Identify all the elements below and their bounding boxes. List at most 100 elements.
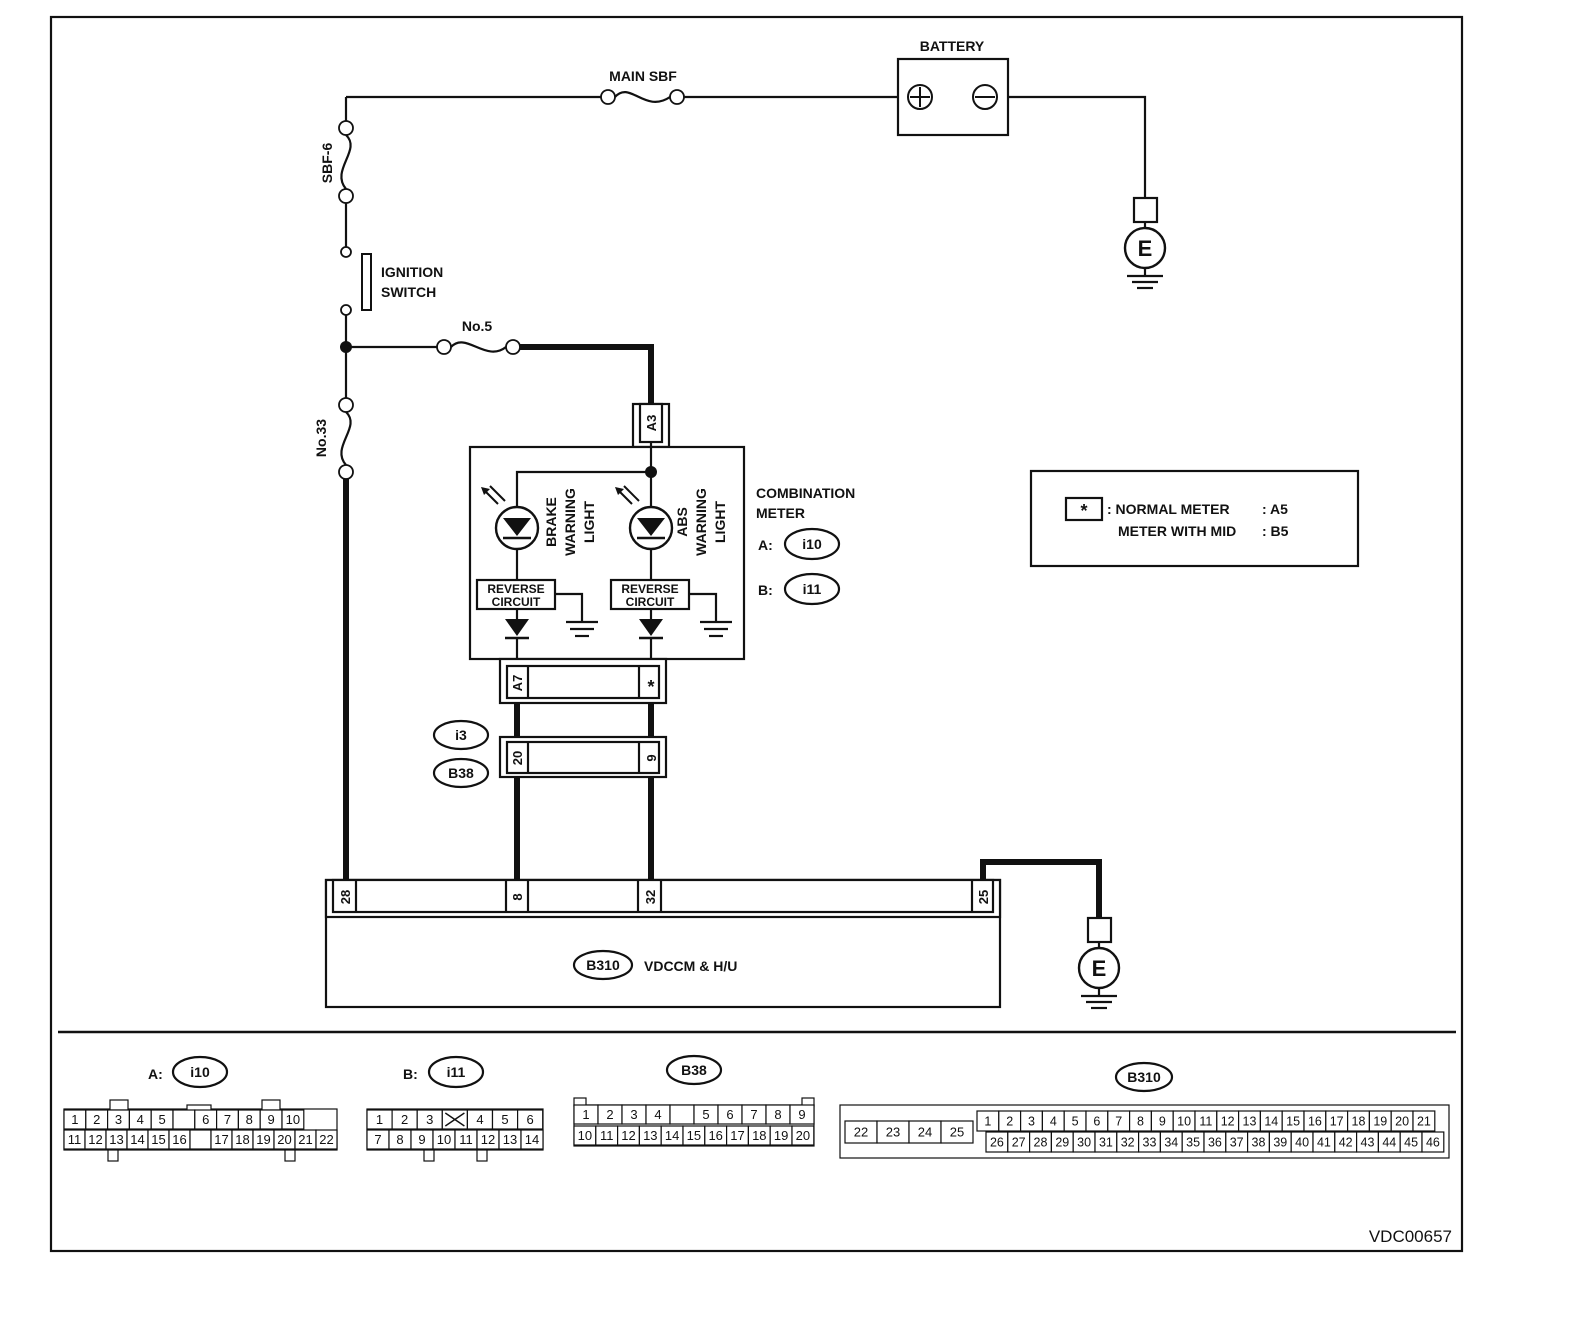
connector-pin-number: 6 <box>726 1107 733 1122</box>
brake-warning-light: BRAKE WARNING LIGHT <box>481 485 597 580</box>
connector-pin-number: 17 <box>730 1128 744 1143</box>
brake-label-2: WARNING <box>562 488 578 556</box>
connector-pin-number: 20 <box>1395 1115 1409 1129</box>
connector-pin-number: 12 <box>481 1132 495 1147</box>
connector-pin-number: 14 <box>130 1132 144 1147</box>
reverse-circuit-brake: REVERSE CIRCUIT <box>475 578 598 668</box>
brake-label-1: BRAKE <box>543 497 559 547</box>
connector-cell <box>189 1129 212 1150</box>
legend-row-1-label: : NORMAL METER <box>1107 501 1230 517</box>
fuse-no33-label: No.33 <box>313 419 329 457</box>
connector-pin-number: 13 <box>1243 1115 1257 1129</box>
sbf6-fuse: SBF-6 <box>319 97 354 248</box>
connector-pin-number: 3 <box>630 1107 637 1122</box>
connector-pin-number: 19 <box>774 1128 788 1143</box>
junction-b38-label: B38 <box>448 765 474 781</box>
connector-pin-number: 33 <box>1143 1136 1157 1150</box>
connector-pin-number: 19 <box>256 1132 270 1147</box>
connector-pin-number: 9 <box>267 1112 274 1127</box>
meter-b-connector: i11 <box>803 581 822 597</box>
connector-pin-number: 24 <box>918 1125 932 1140</box>
pin-8: 8 <box>510 893 525 900</box>
module-ground: E <box>1077 916 1121 1010</box>
junction-i3-label: i3 <box>455 727 467 743</box>
pin-20: 20 <box>510 751 525 765</box>
reverse-circuit-abs: REVERSE CIRCUIT <box>609 578 732 668</box>
connector-pin-number: 31 <box>1099 1136 1113 1150</box>
connector-pin-number: 36 <box>1208 1136 1222 1150</box>
connector-cell <box>940 1120 974 1144</box>
legend-row-2-value: : B5 <box>1262 523 1289 539</box>
diagram-frame <box>49 15 1464 1253</box>
meter-b-prefix: B: <box>758 582 773 598</box>
connector-pin-number: 3 <box>115 1112 122 1127</box>
connector-pin-number: 19 <box>1373 1115 1387 1129</box>
connector-pin-number: 11 <box>1199 1115 1212 1129</box>
meter-a-connector: i10 <box>802 536 822 552</box>
fuse-no5-label: No.5 <box>462 318 493 334</box>
main-sbf-fuse: MAIN SBF <box>346 68 898 105</box>
abs-label-1: ABS <box>674 507 690 537</box>
battery-label: BATTERY <box>920 38 985 54</box>
connector-pin-number: 17 <box>214 1132 228 1147</box>
connector-pin-number: 1 <box>984 1115 991 1129</box>
svg-text:B310: B310 <box>1127 1069 1161 1085</box>
connector-pin-number: 22 <box>319 1132 333 1147</box>
connector-pin-number: 41 <box>1317 1136 1331 1150</box>
connector-pin-number: 15 <box>151 1132 165 1147</box>
connector-pin-number: 10 <box>578 1128 592 1143</box>
connector-pin-number: 16 <box>708 1128 722 1143</box>
ignition-switch-label-2: SWITCH <box>381 284 436 300</box>
connector-pin-number: 14 <box>665 1128 679 1143</box>
connector-pin-number: 20 <box>277 1132 291 1147</box>
connector-cell <box>669 1104 695 1125</box>
connector-cell <box>281 1109 305 1130</box>
pin-a3: A3 <box>644 415 659 432</box>
sbf6-label: SBF-6 <box>319 143 335 184</box>
connector-pin-number: 5 <box>702 1107 709 1122</box>
connector-pin-number: 10 <box>286 1112 300 1127</box>
connector-pin-number: 2 <box>401 1112 408 1127</box>
connector-pin-number: 7 <box>1115 1115 1122 1129</box>
blocked-cavity-mark <box>444 1112 465 1127</box>
connector-pin-number: 7 <box>224 1112 231 1127</box>
pin-28: 28 <box>338 890 353 904</box>
connector-pin-number: 23 <box>886 1125 900 1140</box>
diagram-id: VDC00657 <box>1369 1227 1452 1246</box>
abs-warning-light: ABS WARNING LIGHT <box>615 485 728 580</box>
svg-text:CIRCUIT: CIRCUIT <box>492 595 541 609</box>
connector-pin-number: 34 <box>1164 1136 1178 1150</box>
combination-meter-label-1: COMBINATION <box>756 485 855 501</box>
connector-pin-number: 9 <box>418 1132 425 1147</box>
connector-pin-number: 7 <box>750 1107 757 1122</box>
connector-cell <box>789 1104 815 1125</box>
connector-pin-number: 16 <box>1308 1115 1322 1129</box>
svg-text:CIRCUIT: CIRCUIT <box>626 595 675 609</box>
fuse-no5: No.5 <box>346 318 654 404</box>
connector-pin-number: 38 <box>1252 1136 1266 1150</box>
connector-pin-number: 5 <box>1072 1115 1079 1129</box>
connector-pin-number: 4 <box>654 1107 661 1122</box>
abs-label-3: LIGHT <box>712 501 728 543</box>
svg-text:REVERSE: REVERSE <box>621 582 678 596</box>
pin-9: 9 <box>644 754 659 761</box>
ignition-switch: IGNITION SWITCH <box>340 246 443 347</box>
legend-symbol: * <box>1080 501 1087 521</box>
svg-text:A:: A: <box>148 1066 163 1082</box>
combination-meter-label-2: METER <box>756 505 805 521</box>
connector-pin-number: 44 <box>1382 1136 1396 1150</box>
connector-pin-number: 1 <box>582 1107 589 1122</box>
connector-pin-number: 4 <box>476 1112 483 1127</box>
connector-cell <box>1412 1110 1436 1132</box>
connector-pin-number: 4 <box>137 1112 144 1127</box>
connector-pin-number: 27 <box>1012 1136 1026 1150</box>
